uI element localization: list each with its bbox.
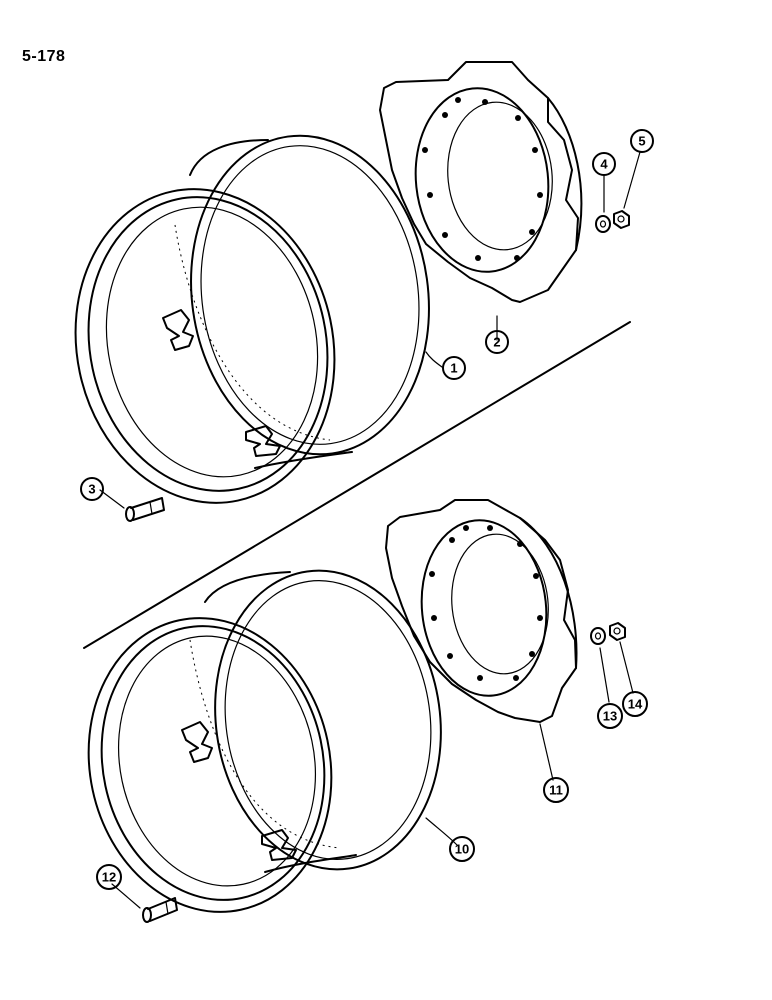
lower-assembly — [87, 499, 626, 923]
svg-text:13: 13 — [603, 709, 617, 724]
svg-text:1: 1 — [450, 361, 457, 376]
nut-icon — [613, 210, 630, 229]
callout-1: 1 — [442, 356, 466, 380]
divider-line — [83, 321, 631, 649]
callout-3: 3 — [80, 477, 104, 501]
wheel-rim-icon — [74, 134, 430, 504]
washer-icon — [595, 215, 611, 233]
svg-text:3: 3 — [88, 482, 95, 497]
nut-icon — [609, 622, 626, 641]
callout-2: 2 — [485, 330, 509, 354]
wheel-disc-icon — [385, 499, 578, 723]
callout-5: 5 — [630, 129, 654, 153]
svg-text:14: 14 — [628, 697, 643, 712]
wheel-disc-icon — [379, 61, 583, 303]
svg-text:2: 2 — [493, 335, 500, 350]
callout-4: 4 — [592, 152, 616, 176]
washer-icon — [590, 627, 606, 645]
svg-text:10: 10 — [455, 842, 469, 857]
svg-text:12: 12 — [102, 870, 116, 885]
upper-assembly — [74, 61, 630, 522]
callout-13: 13 — [597, 703, 623, 729]
svg-text:11: 11 — [549, 783, 563, 798]
bolt-icon — [142, 897, 178, 923]
callout-14: 14 — [622, 691, 648, 717]
svg-text:5: 5 — [638, 134, 645, 149]
svg-text:4: 4 — [600, 157, 608, 172]
leader-lines — [99, 151, 641, 909]
page-number: 5-178 — [22, 48, 66, 65]
callout-11: 11 — [543, 777, 569, 803]
wheel-rim-icon — [87, 569, 442, 913]
bolt-icon — [125, 497, 165, 522]
callout-12: 12 — [96, 864, 122, 890]
callout-10: 10 — [449, 836, 475, 862]
